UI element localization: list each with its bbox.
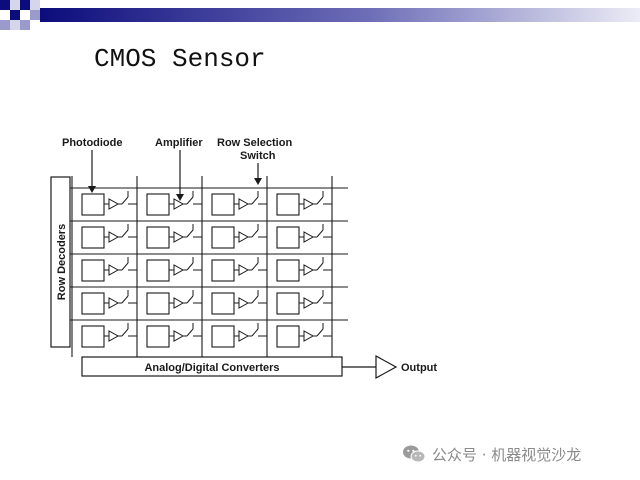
amplifier-triangle	[303, 198, 315, 210]
amplifier-triangle	[173, 198, 185, 210]
row-selection-switch	[316, 229, 324, 238]
label-pointer-arrows	[88, 150, 262, 201]
row-selection-switch	[186, 196, 194, 205]
photodiode-box	[81, 292, 105, 315]
row-selection-label-line1: Row Selection	[217, 137, 292, 149]
row-decoders-block	[50, 176, 71, 348]
amplifier-triangle	[238, 297, 250, 309]
row-selection-switch	[251, 295, 259, 304]
row-selection-switch	[316, 295, 324, 304]
watermark-text: 公众号 · 机器视觉沙龙	[432, 445, 582, 464]
watermark: 公众号 · 机器视觉沙龙	[402, 443, 581, 465]
photodiode-box	[81, 193, 105, 216]
photodiode-box	[81, 226, 105, 249]
photodiode-box	[211, 259, 235, 282]
amplifier-triangle	[238, 231, 250, 243]
row-selection-switch	[121, 262, 129, 271]
photodiode-box	[146, 325, 170, 348]
photodiode-box	[81, 259, 105, 282]
photodiode-box	[146, 292, 170, 315]
photodiode-box	[211, 193, 235, 216]
row-selection-switch	[121, 328, 129, 337]
amplifier-triangle	[173, 297, 185, 309]
header-checker-squares	[0, 0, 40, 30]
photodiode-box	[211, 226, 235, 249]
row-selection-switch	[251, 262, 259, 271]
output-label: Output	[401, 362, 437, 374]
row-selection-switch	[121, 196, 129, 205]
photodiode-box	[276, 292, 300, 315]
amplifier-triangle	[108, 264, 120, 276]
amplifier-triangle	[238, 264, 250, 276]
amplifier-label: Amplifier	[155, 137, 203, 149]
amplifier-triangle	[173, 231, 185, 243]
amplifier-triangle	[108, 231, 120, 243]
row-selection-switch	[186, 328, 194, 337]
photodiode-box	[276, 325, 300, 348]
slide-title: CMOS Sensor	[94, 44, 266, 74]
photodiode-box	[146, 259, 170, 282]
amplifier-triangle	[303, 330, 315, 342]
amplifier-triangle	[108, 330, 120, 342]
photodiode-label: Photodiode	[62, 137, 123, 149]
photodiode-box	[146, 226, 170, 249]
amplifier-triangle	[173, 264, 185, 276]
photodiode-box	[276, 193, 300, 216]
row-selection-switch	[186, 229, 194, 238]
row-selection-switch	[121, 229, 129, 238]
photodiode-box	[211, 325, 235, 348]
amplifier-triangle	[303, 264, 315, 276]
row-selection-switch	[316, 262, 324, 271]
row-selection-switch	[251, 328, 259, 337]
row-selection-label-line2: Switch	[240, 150, 276, 162]
row-selection-switch	[316, 328, 324, 337]
wechat-icon	[403, 445, 426, 463]
amplifier-triangle	[303, 231, 315, 243]
photodiode-box	[146, 193, 170, 216]
pixel-array	[70, 176, 348, 357]
row-selection-switch	[316, 196, 324, 205]
photodiode-box	[81, 325, 105, 348]
slide-header-bar	[0, 0, 640, 30]
amplifier-triangle	[303, 297, 315, 309]
photodiode-box	[276, 226, 300, 249]
adc-label: Analog/Digital Converters	[144, 362, 279, 374]
amplifier-triangle	[108, 198, 120, 210]
photodiode-box	[276, 259, 300, 282]
photodiode-box	[211, 292, 235, 315]
row-selection-switch	[186, 295, 194, 304]
row-selection-switch	[186, 262, 194, 271]
amplifier-triangle	[238, 198, 250, 210]
row-selection-switch	[251, 196, 259, 205]
output-buffer-triangle	[375, 354, 398, 380]
amplifier-triangle	[173, 330, 185, 342]
row-decoders-label: Row Decoders	[56, 224, 68, 300]
row-selection-switch	[251, 229, 259, 238]
header-gradient-band	[40, 8, 640, 22]
amplifier-triangle	[108, 297, 120, 309]
amplifier-triangle	[238, 330, 250, 342]
row-selection-switch	[121, 295, 129, 304]
